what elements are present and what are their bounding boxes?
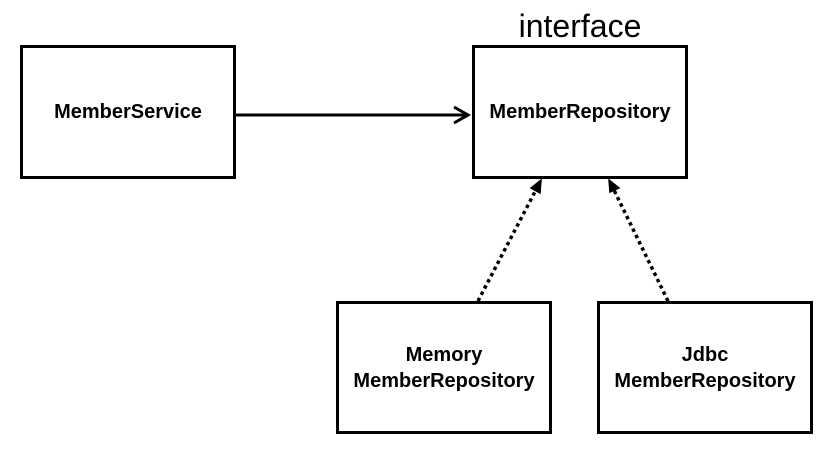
edge-memory-to-repository — [476, 185, 540, 302]
member-repository-label: MemberRepository — [489, 101, 671, 123]
interface-stereotype-label: interface — [518, 8, 642, 44]
jdbc-member-repository-node[interactable]: Jdbc MemberRepository — [597, 301, 813, 434]
member-repository-node[interactable]: MemberRepository — [472, 45, 688, 179]
edge-jdbc-to-repository — [610, 185, 670, 302]
edge-jdbc-to-repository-arrowhead — [608, 178, 621, 194]
memory-member-repository-label-line1: Memory — [405, 343, 483, 366]
member-service-label: MemberService — [54, 101, 202, 123]
edge-memory-to-repository-arrowhead — [529, 178, 542, 195]
memory-member-repository-node[interactable]: Memory MemberRepository — [336, 301, 552, 434]
memory-member-repository-label-line2: MemberRepository — [353, 369, 535, 392]
member-service-node[interactable]: MemberService — [20, 45, 236, 179]
edge-service-to-repository-arrowhead — [453, 105, 472, 125]
jdbc-member-repository-label-line1: Jdbc — [681, 343, 729, 366]
jdbc-member-repository-label-line2: MemberRepository — [614, 369, 796, 392]
